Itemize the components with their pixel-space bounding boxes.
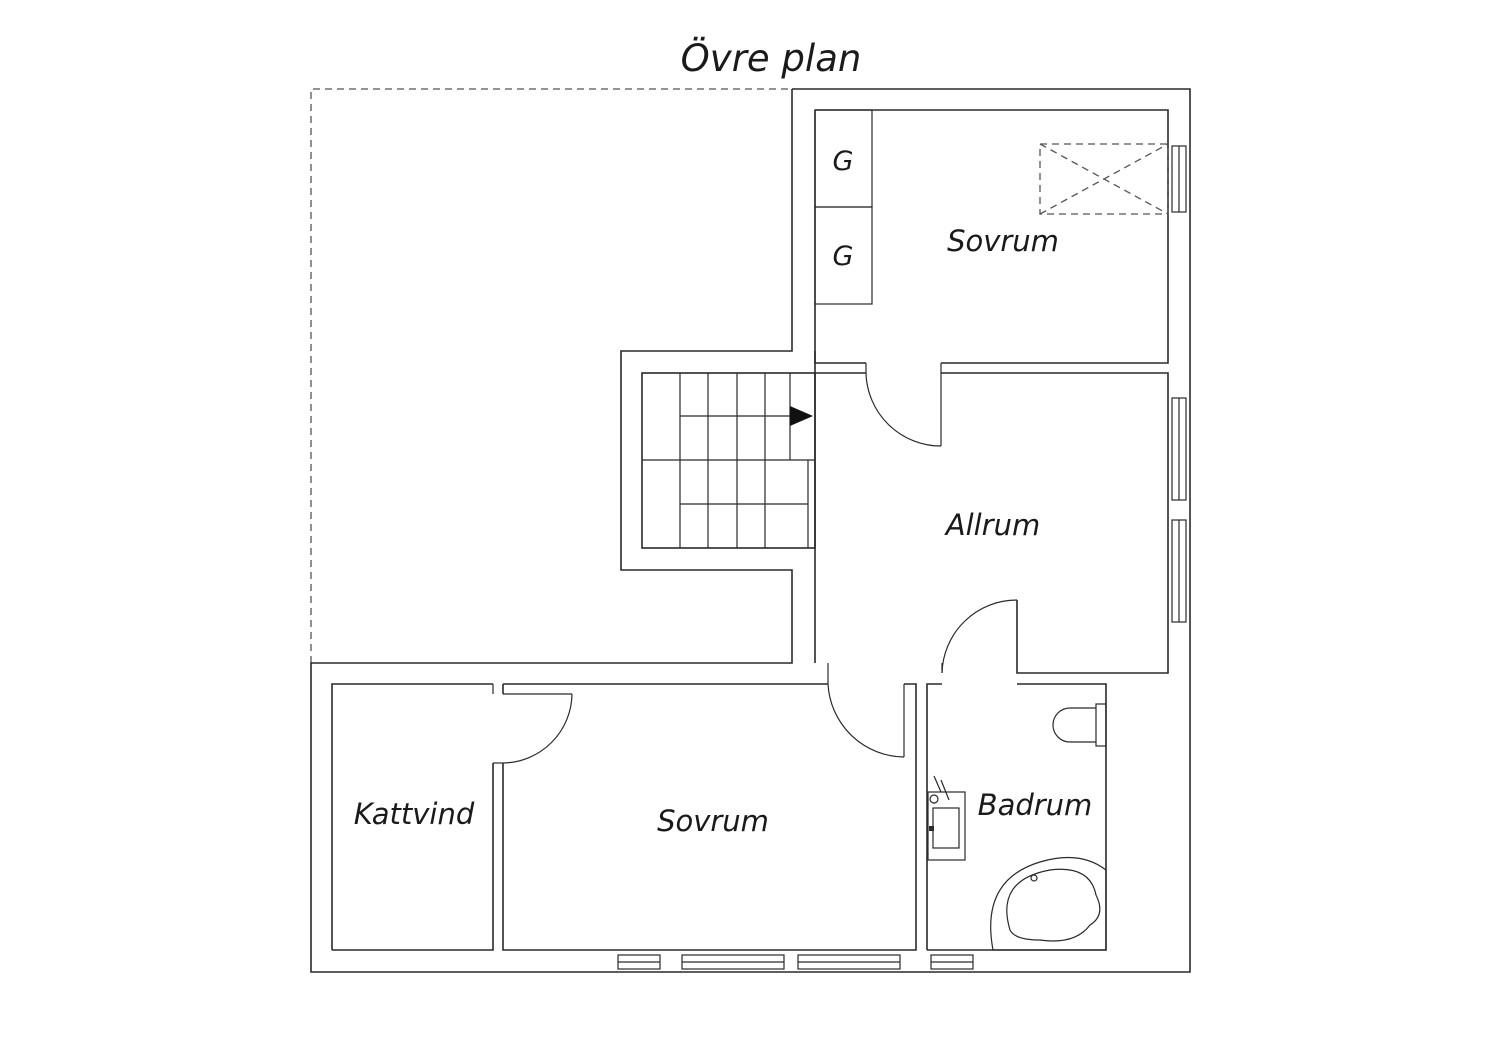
- bedroom-top: G G Sovrum: [814, 109, 1169, 364]
- plan-title: Övre plan: [681, 37, 862, 80]
- attic-storage: Kattvind: [331, 683, 494, 951]
- door-bathroom: [941, 599, 1018, 674]
- windows-right: [1171, 145, 1187, 623]
- stair-direction-arrow-icon: [790, 406, 813, 426]
- room-label-family-room: Allrum: [944, 508, 1041, 542]
- wardrobe-label: G: [833, 146, 854, 177]
- sink-icon: [927, 775, 966, 861]
- room-label-bedroom-bottom: Sovrum: [657, 804, 769, 838]
- wardrobe-label: G: [833, 241, 854, 272]
- toilet-icon: [1052, 703, 1107, 747]
- windows-bottom: [617, 954, 974, 970]
- staircase: [641, 372, 816, 549]
- outer-walls: [310, 88, 1191, 973]
- bathtub-icon: [990, 856, 1107, 951]
- bathroom: Badrum: [926, 683, 1107, 951]
- door-bedroom-top: [865, 363, 942, 447]
- open-space-outline: [310, 88, 792, 663]
- door-attic: [493, 693, 573, 764]
- skylight-icon: [1039, 143, 1169, 215]
- room-label-attic: Kattvind: [354, 797, 475, 831]
- wardrobe-2: [814, 206, 873, 305]
- room-label-bathroom: Badrum: [978, 788, 1093, 822]
- bedroom-bottom: Sovrum: [502, 683, 917, 951]
- room-label-bedroom-top: Sovrum: [947, 224, 1059, 258]
- door-bedroom-bottom: [827, 663, 905, 758]
- family-room: Allrum: [815, 372, 1169, 674]
